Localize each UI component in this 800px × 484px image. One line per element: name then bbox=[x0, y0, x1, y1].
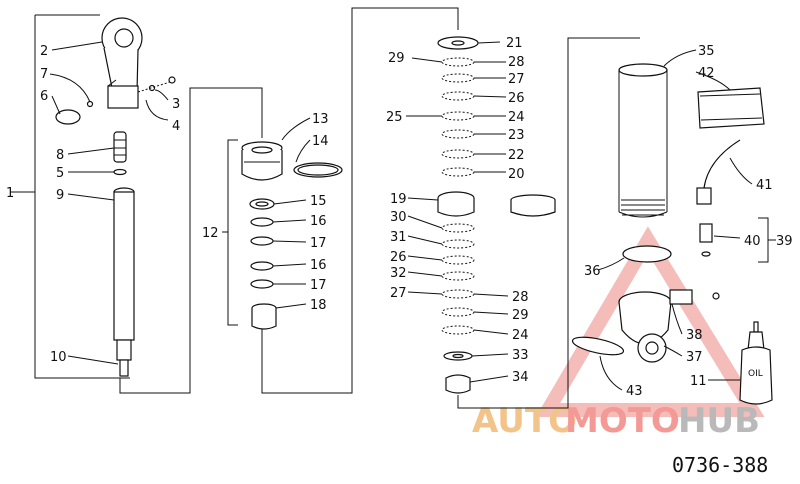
callout-2: 2 bbox=[40, 44, 48, 59]
callout-35: 35 bbox=[698, 44, 715, 59]
callout-29a: 29 bbox=[388, 51, 405, 66]
nut bbox=[445, 374, 471, 394]
callout-9: 9 bbox=[56, 188, 64, 203]
callout-13: 13 bbox=[312, 112, 329, 127]
callout-21: 21 bbox=[506, 36, 523, 51]
bracket bbox=[669, 289, 693, 305]
callout-26b: 26 bbox=[390, 250, 407, 265]
bushing bbox=[55, 109, 81, 125]
callout-4: 4 bbox=[172, 119, 180, 134]
callout-17b: 17 bbox=[310, 278, 327, 293]
watermark-triangle bbox=[535, 226, 765, 417]
callout-29b: 29 bbox=[512, 308, 529, 323]
callout-27a: 27 bbox=[508, 72, 525, 87]
callout-28a: 28 bbox=[508, 55, 525, 70]
callout-12: 12 bbox=[202, 226, 219, 241]
rod-end-block bbox=[107, 85, 139, 109]
callout-22: 22 bbox=[508, 148, 525, 163]
callout-28b: 28 bbox=[512, 290, 529, 305]
group-brackets bbox=[10, 7, 769, 409]
spring bbox=[113, 131, 127, 163]
cylinder-group: OIL bbox=[571, 63, 773, 405]
callout-7: 7 bbox=[40, 67, 48, 82]
callout-36: 36 bbox=[584, 264, 601, 279]
seal-group bbox=[241, 141, 343, 330]
callout-27b: 27 bbox=[390, 286, 407, 301]
callout-43: 43 bbox=[626, 384, 643, 399]
callout-37: 37 bbox=[686, 350, 703, 365]
callout-10: 10 bbox=[50, 350, 67, 365]
tube-o-ring bbox=[622, 245, 672, 263]
callout-33: 33 bbox=[512, 348, 529, 363]
hose-fitting bbox=[696, 187, 712, 205]
callout-31: 31 bbox=[390, 230, 407, 245]
valve-stack bbox=[437, 36, 556, 394]
callout-40: 40 bbox=[744, 234, 761, 249]
callout-6: 6 bbox=[40, 89, 48, 104]
callout-5: 5 bbox=[56, 166, 64, 181]
name-plate bbox=[571, 336, 625, 356]
callout-3: 3 bbox=[172, 97, 180, 112]
callout-42: 42 bbox=[698, 66, 715, 81]
callout-18: 18 bbox=[310, 298, 327, 313]
piston-rod bbox=[113, 191, 135, 341]
callout-8: 8 bbox=[56, 148, 64, 163]
callout-38: 38 bbox=[686, 328, 703, 343]
callout-39: 39 bbox=[776, 234, 793, 249]
watermark-auto: AUTO bbox=[472, 401, 577, 441]
callout-32: 32 bbox=[390, 266, 407, 281]
piston-rod-group bbox=[55, 17, 176, 377]
callout-16a: 16 bbox=[310, 214, 327, 229]
watermark-hub: HUB bbox=[678, 401, 760, 441]
callout-17a: 17 bbox=[310, 236, 327, 251]
cylinder-tube bbox=[618, 63, 668, 77]
callout-23: 23 bbox=[508, 128, 525, 143]
leader-lines bbox=[49, 41, 776, 391]
callout-19: 19 bbox=[390, 192, 407, 207]
callout-34: 34 bbox=[512, 370, 529, 385]
callout-24b: 24 bbox=[512, 328, 529, 343]
callout-25: 25 bbox=[386, 110, 403, 125]
callout-41: 41 bbox=[756, 178, 773, 193]
figure-number: 0736-388 bbox=[672, 453, 768, 477]
callout-16b: 16 bbox=[310, 258, 327, 273]
callout-24a: 24 bbox=[508, 110, 525, 125]
oil-label: OIL bbox=[748, 369, 763, 379]
watermark-moto: MOTO bbox=[565, 401, 680, 441]
grease-nipple bbox=[699, 223, 713, 243]
callout-labels: 1 2 7 6 3 4 8 5 9 10 13 14 12 15 16 17 1… bbox=[6, 36, 793, 399]
guide-bushing bbox=[251, 308, 277, 330]
oil-bottle bbox=[739, 346, 773, 405]
callout-11: 11 bbox=[690, 374, 707, 389]
callout-30: 30 bbox=[390, 210, 407, 225]
snap-ring bbox=[113, 168, 127, 176]
callout-20: 20 bbox=[508, 167, 525, 182]
callout-14: 14 bbox=[312, 134, 329, 149]
callout-26a: 26 bbox=[508, 91, 525, 106]
callout-1: 1 bbox=[6, 186, 14, 201]
callout-15: 15 bbox=[310, 194, 327, 209]
